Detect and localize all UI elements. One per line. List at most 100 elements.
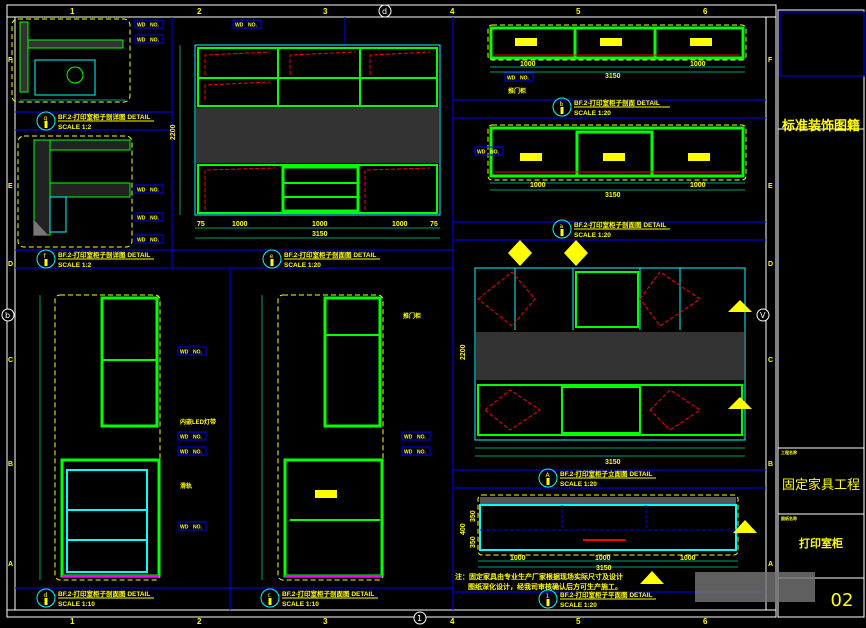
material-no: NO. xyxy=(150,216,160,222)
view-scale-text: SCALE 1:20 xyxy=(574,110,611,117)
view-callout-circle xyxy=(36,588,56,608)
grid-row-F: F xyxy=(8,57,13,64)
leader-led: 内嵌LED灯带 xyxy=(180,418,216,426)
material-code: WD xyxy=(137,23,146,29)
grid-column-bottom-1: 1 xyxy=(70,617,75,626)
axis-marker-d: d xyxy=(382,7,387,16)
material-tags: WD NO. WD NO. WD NO. WD NO. WD NO. WD NO. WD NO. WD NO.… xyxy=(134,19,534,531)
material-no: NO. xyxy=(248,23,258,29)
grid-column-2: 2 xyxy=(197,7,202,16)
dim-plan-1000-c: 1000 xyxy=(680,555,696,562)
series-title: 标准装饰图籍 xyxy=(781,119,860,134)
axis-marker-V: V xyxy=(760,311,766,320)
dim-a-1000-a: 1000 xyxy=(530,182,546,189)
view-tag: b xyxy=(560,101,564,108)
dim-1000-a: 1000 xyxy=(232,221,248,228)
grid-row-right-F: F xyxy=(768,57,773,64)
view-tag: d xyxy=(44,592,48,599)
view-a-section xyxy=(487,124,747,191)
view-title-text: BF.2-打印室柜子剖面图 DETAIL xyxy=(574,220,666,229)
view-title-text: BF.2-打印室柜子剖面 DETAIL xyxy=(574,98,660,107)
dim-b-1000-c: 1000 xyxy=(690,61,706,68)
view-callout-circle xyxy=(36,111,56,131)
material-code: WD xyxy=(180,350,189,356)
axis-marker-circle xyxy=(378,4,392,18)
grid-row-right-D: D xyxy=(768,261,773,268)
grid-column-bottom-2: 2 xyxy=(197,617,202,626)
dim-A-total: 3150 xyxy=(605,459,621,466)
grid-column-bottom-4: 4 xyxy=(450,617,455,626)
view-title-text: BF.2-打印室柜子剖详图 DETAIL xyxy=(58,250,150,259)
view-title-text: BF.2-打印室柜子平面图 DETAIL xyxy=(560,590,652,599)
drawing-name: 打印室柜 xyxy=(799,537,843,550)
view-scale-text: SCALE 1:20 xyxy=(560,602,597,609)
view-scale-text: SCALE 1:20 xyxy=(560,481,597,488)
dim-plan-1000-a: 1000 xyxy=(510,555,526,562)
grid-column-6: 6 xyxy=(703,7,708,16)
view-callout-circle xyxy=(538,468,558,488)
material-tag: WD NO. xyxy=(134,19,164,29)
dim-total: 3150 xyxy=(312,231,328,238)
dimension-labels: 75 1000 1000 1000 75 3150 2200 1000 1000… xyxy=(170,61,706,572)
callout-marker xyxy=(546,478,550,485)
material-code: WD xyxy=(137,188,146,194)
material-tag: WD NO. xyxy=(232,19,262,29)
view-c-section xyxy=(261,294,384,581)
callout-marker xyxy=(44,598,48,605)
callout-marker xyxy=(560,229,564,236)
material-code: WD xyxy=(180,435,189,441)
view-tag: e xyxy=(270,253,274,260)
view-title-text: BF.2-打印室柜子剖面图 DETAIL xyxy=(284,250,376,259)
material-no: NO. xyxy=(193,450,203,456)
material-code: WD xyxy=(180,525,189,531)
callout-marker xyxy=(270,259,274,266)
view-title-text: BF.2-打印室柜子剖面图 DETAIL xyxy=(58,589,150,598)
dim-A-height: 2200 xyxy=(460,344,467,360)
grid-row-E: E xyxy=(8,183,13,190)
general-note: 注：固定家具由专业生产厂家根据现场实际尺寸及设计 图纸深化设计，经我司审核确认后… xyxy=(455,572,623,591)
material-code: WD xyxy=(180,450,189,456)
view-tag: 1 xyxy=(546,593,550,600)
material-no: NO. xyxy=(150,23,160,29)
view-tag: f xyxy=(44,253,47,260)
material-no: NO. xyxy=(193,525,203,531)
material-code: WD xyxy=(404,435,413,441)
dim-b-1000-a: 1000 xyxy=(520,61,536,68)
material-no: NO. xyxy=(417,435,427,441)
note-line-2: 图纸深化设计，经我司审核确认后方可生产施工。 xyxy=(468,582,622,591)
view-title-1: 1 BF.2-打印室柜子平面图 DETAIL SCALE 1:20 xyxy=(538,589,656,609)
material-no: NO. xyxy=(417,450,427,456)
material-code: WD xyxy=(235,23,244,29)
leader-slide: 滑轨 xyxy=(180,482,192,490)
dim-plan-depth: 400 xyxy=(460,523,467,535)
dim-plan-part-1: 350 xyxy=(470,510,477,522)
material-code: WD xyxy=(507,76,516,82)
material-no: NO. xyxy=(150,38,160,44)
material-tag: WD NO. xyxy=(401,431,431,441)
grid-row-A: A xyxy=(8,561,13,568)
dim-1000-c: 1000 xyxy=(392,221,408,228)
material-no: NO. xyxy=(490,150,500,156)
view-A-cabinet-elevation xyxy=(474,240,752,457)
leader-labels: 推门柜 滑轨 内嵌LED灯带 推门柜 xyxy=(180,87,526,490)
view-scale-text: SCALE 1:20 xyxy=(574,232,611,239)
grid-row-D: D xyxy=(8,261,13,268)
view-f-section-detail xyxy=(17,135,133,248)
drawing-label: 图纸名称 xyxy=(781,515,797,521)
view-dividers xyxy=(15,17,766,610)
grid-column-3: 3 xyxy=(323,7,328,16)
view-callout-circle xyxy=(262,249,282,269)
view-1-cabinet-plan xyxy=(477,494,757,584)
grid-column-bottom-5: 5 xyxy=(576,617,581,626)
dim-75-right: 75 xyxy=(430,221,438,228)
view-scale-text: SCALE 1:20 xyxy=(284,262,321,269)
